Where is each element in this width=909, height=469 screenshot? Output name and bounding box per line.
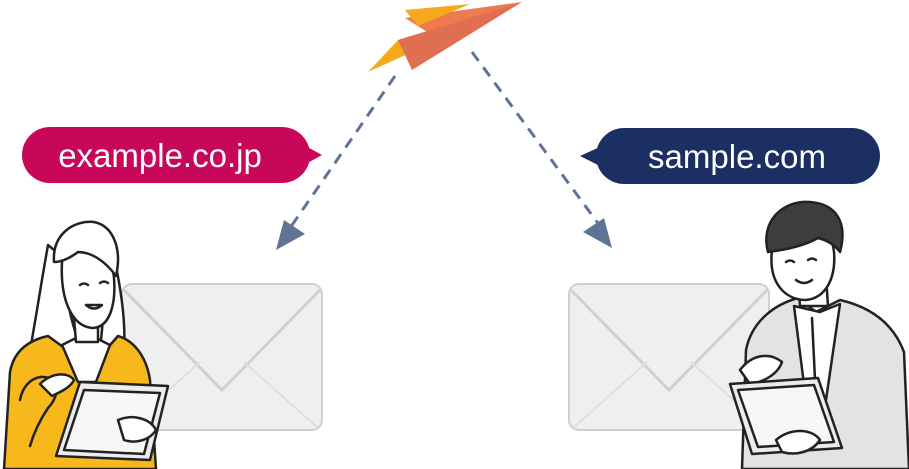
arrowhead-icon <box>276 220 305 250</box>
left-domain-bubble: example.co.jp <box>22 127 322 183</box>
right-domain-label: sample.com <box>648 138 826 175</box>
man-with-tablet-illustration <box>728 200 909 469</box>
woman-with-tablet-illustration <box>2 220 170 469</box>
envelope-icon <box>121 283 323 431</box>
arrowhead-icon <box>583 218 612 248</box>
right-domain-bubble: sample.com <box>580 128 880 184</box>
send-arrow-left <box>276 75 397 250</box>
send-arrow-right <box>470 51 612 248</box>
paper-plane-icon <box>368 2 522 72</box>
left-domain-label: example.co.jp <box>58 137 262 174</box>
